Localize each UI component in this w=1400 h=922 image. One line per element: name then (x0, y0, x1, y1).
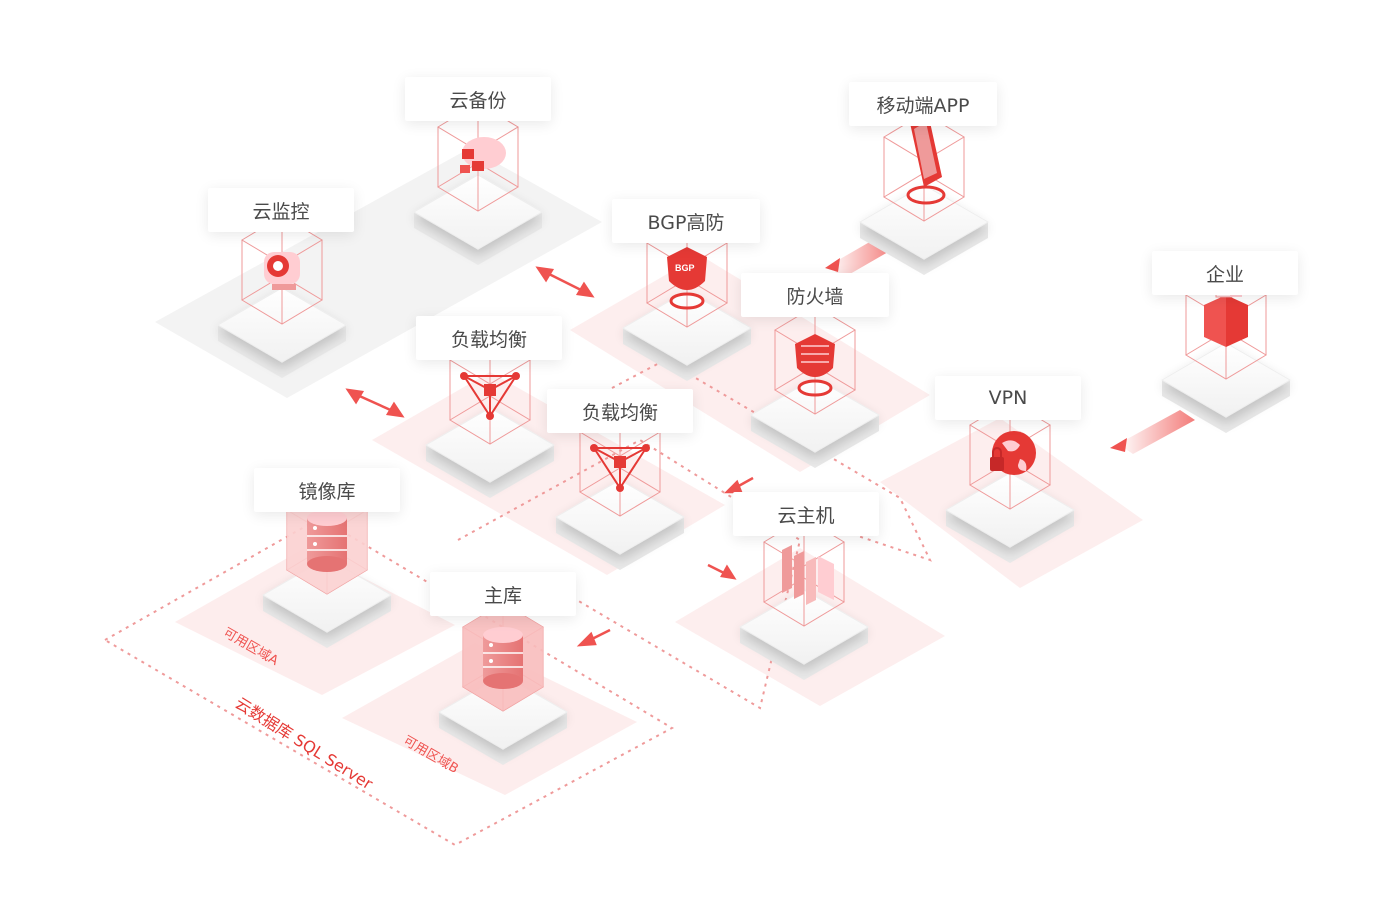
tile-cloud-host (739, 517, 869, 680)
load-balancer-icon (460, 372, 520, 420)
arrow-monitor-lb (345, 388, 405, 418)
tile-bgp-ddos: BGP (622, 218, 752, 381)
firewall-shield-icon (795, 334, 835, 397)
svg-text:BGP: BGP (675, 263, 695, 273)
cloud-backup-icon (460, 137, 506, 173)
smartphone-icon (906, 113, 946, 205)
monitor-backup-zone (155, 148, 602, 398)
label-load-balancer-2: 负载均衡 (547, 389, 693, 433)
label-cloud-host: 云主机 (733, 492, 879, 536)
tile-load-balancer-2 (555, 407, 685, 570)
camera-icon (264, 252, 300, 290)
server-rack-icon (782, 545, 834, 605)
label-vpn: VPN (935, 376, 1081, 420)
tile-mirror-db (262, 485, 392, 648)
bgp-shield-icon: BGP (667, 247, 707, 310)
tile-firewall (750, 305, 880, 468)
load-balancer-icon (590, 444, 650, 492)
enterprise-beam (1110, 410, 1195, 454)
tile-mobile-app (859, 112, 989, 275)
tile-enterprise (1161, 270, 1291, 433)
tile-primary-db (438, 602, 568, 765)
tile-cloud-backup (413, 102, 543, 265)
tile-vpn (945, 400, 1075, 563)
vpn-globe-icon (990, 431, 1036, 475)
database-group-boundary (102, 516, 675, 847)
label-enterprise: 企业 (1152, 251, 1298, 295)
label-mirror-db: 镜像库 (254, 468, 400, 512)
label-cloud-monitor: 云监控 (208, 188, 354, 232)
label-firewall: 防火墙 (741, 273, 889, 317)
tile-load-balancer-1 (425, 335, 555, 498)
label-mobile-app: 移动端APP (849, 82, 997, 126)
database-icon (463, 603, 543, 711)
label-primary-db: 主库 (430, 572, 576, 616)
label-bgp-ddos: BGP高防 (612, 199, 760, 243)
label-load-balancer-1: 负载均衡 (416, 316, 562, 360)
database-icon (287, 486, 367, 594)
security-network-boundary (611, 358, 932, 562)
arrow-backup-bgp (535, 266, 595, 298)
label-cloud-backup: 云备份 (405, 77, 551, 121)
tile-cloud-monitor (217, 215, 347, 378)
host-network-boundary (457, 438, 802, 710)
